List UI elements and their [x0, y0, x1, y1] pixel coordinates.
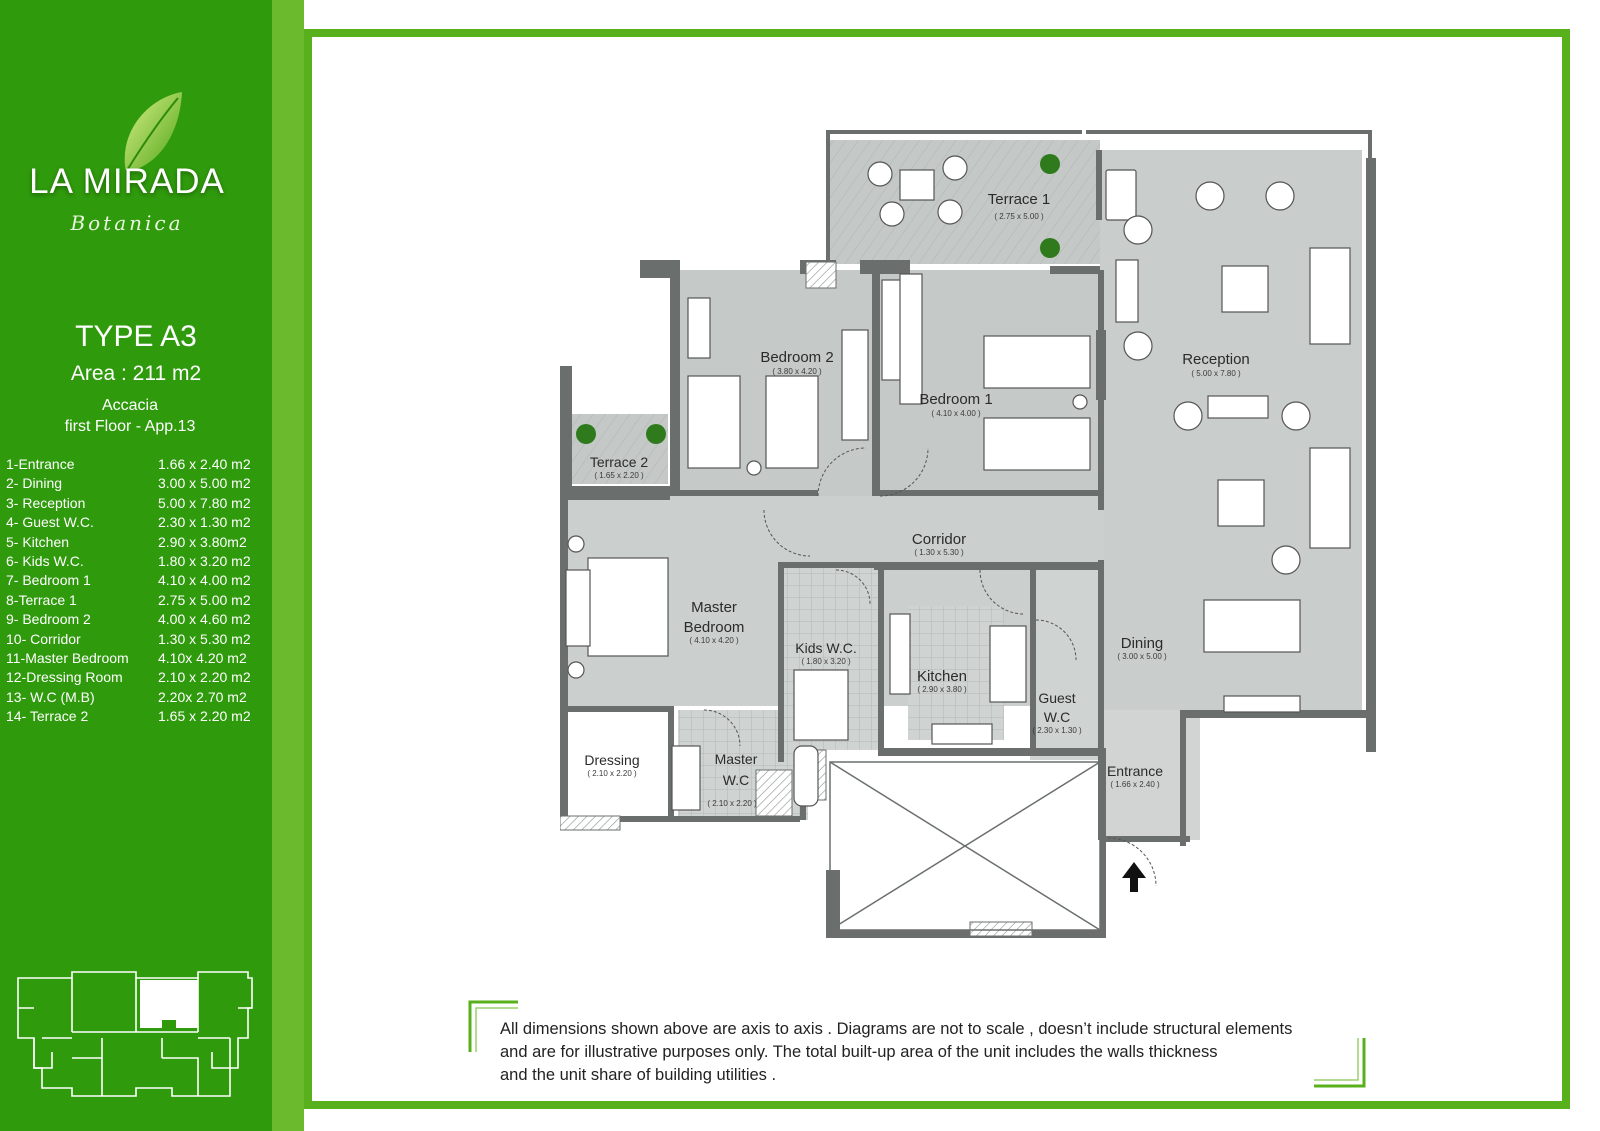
room-name: 11-Master Bedroom [6, 649, 129, 666]
structural-hatch [560, 261, 1033, 937]
floor-apartment: first Floor - App.13 [64, 418, 196, 435]
disclaimer-line: and are for illustrative purposes only. … [500, 1043, 1218, 1061]
room-name: 4- Guest W.C. [6, 514, 94, 531]
light-well [829, 761, 1101, 931]
key-plan-diagram [17, 971, 253, 1097]
disclaimer-line: All dimensions shown above are axis to a… [500, 1020, 1293, 1038]
room-name: 6- Kids W.C. [6, 552, 84, 569]
room-dimensions: 2.20x 2.70 m2 [158, 688, 247, 705]
room-name: 1-Entrance [6, 456, 75, 472]
label-terrace-1: Terrace 1 [988, 191, 1051, 208]
room-dimensions: 2.30 x 1.30 m2 [158, 514, 251, 531]
dim-master-bedroom: ( 4.10 x 4.20 ) [689, 636, 739, 645]
room-dimensions: 1.80 x 3.20 m2 [158, 552, 251, 569]
label-dining: Dining [1121, 635, 1164, 652]
list-item: 6- Kids W.C. 1.80 x 3.20 m2 [6, 553, 266, 572]
sidebar-accent-stripe [272, 0, 304, 1131]
room-dimensions: 2.90 x 3.80m2 [158, 533, 247, 550]
room-labels: Terrace 1 ( 2.75 x 5.00 ) Terrace 2 ( 1.… [584, 191, 1249, 808]
room-name: 12-Dressing Room [6, 669, 123, 686]
label-reception: Reception [1182, 351, 1250, 368]
list-item: 8-Terrace 1 2.75 x 5.00 m2 [6, 592, 266, 611]
disclaimer-line: and the unit share of building utilities… [500, 1066, 777, 1084]
label-master-wc-2: W.C [723, 772, 749, 788]
label-master-wc-1: Master [715, 751, 758, 767]
list-item: 3- Reception 5.00 x 7.80 m2 [6, 495, 266, 514]
list-item: 7- Bedroom 1 4.10 x 4.00 m2 [6, 572, 266, 591]
label-master-bedroom-1: Master [691, 599, 737, 616]
room-name: 13- W.C (M.B) [6, 688, 95, 705]
bracket-bottom-right [1314, 1038, 1366, 1088]
dim-kitchen: ( 2.90 x 3.80 ) [917, 685, 967, 694]
disclaimer: All dimensions shown above are axis to a… [500, 1018, 1360, 1087]
list-item: 4- Guest W.C. 2.30 x 1.30 m2 [6, 514, 266, 533]
plant-icon [576, 154, 1060, 444]
label-corridor: Corridor [912, 531, 966, 548]
floor-plan: Terrace 1 ( 2.75 x 5.00 ) Terrace 2 ( 1.… [560, 130, 1376, 938]
list-item: 9- Bedroom 2 4.00 x 4.60 m2 [6, 611, 266, 630]
list-item: 14- Terrace 2 1.65 x 2.20 m2 [6, 708, 266, 727]
room-schedule: 1-Entrance 1.66 x 2.40 m2 2- Dining 3.00 x… [6, 456, 266, 727]
dim-dining: ( 3.00 x 5.00 ) [1117, 652, 1167, 661]
dim-terrace-1: ( 2.75 x 5.00 ) [994, 212, 1044, 221]
label-terrace-2: Terrace 2 [590, 454, 649, 470]
room-name: 8-Terrace 1 [6, 591, 77, 608]
label-guest-wc-2: W.C [1044, 709, 1070, 725]
furniture [565, 155, 1351, 811]
entrance-arrow-icon [1122, 862, 1146, 892]
building-name: Accacia [101, 397, 159, 414]
label-guest-wc-1: Guest [1038, 690, 1075, 706]
room-dimensions: 4.10x 4.20 m2 [158, 649, 247, 666]
dim-guest-wc: ( 2.30 x 1.30 ) [1032, 726, 1082, 735]
unit-type-title: TYPE A3 [75, 320, 197, 353]
list-item: 11-Master Bedroom 4.10x 4.20 m2 [6, 650, 266, 669]
sidebar: LA MIRADA Botanica TYPE A3 Area : 211 m2… [0, 0, 272, 1131]
label-entrance: Entrance [1107, 763, 1163, 779]
leaf-logo-icon [124, 92, 182, 173]
room-name: 14- Terrace 2 [6, 708, 89, 725]
dim-corridor: ( 1.30 x 5.30 ) [914, 548, 964, 557]
room-name: 10- Corridor [6, 630, 81, 647]
room-dimensions: 4.00 x 4.60 m2 [158, 611, 251, 628]
label-master-bedroom-2: Bedroom [684, 619, 745, 636]
brand-name: LA MIRADA [29, 162, 225, 201]
room-dimensions: 2.75 x 5.00 m2 [158, 591, 251, 608]
room-name: 7- Bedroom 1 [6, 572, 91, 589]
label-bedroom-1: Bedroom 1 [919, 391, 992, 408]
label-kitchen: Kitchen [917, 668, 967, 685]
room-dimensions: 1.30 x 5.30 m2 [158, 630, 251, 647]
bracket-top-left [468, 1000, 518, 1052]
label-dressing: Dressing [584, 752, 639, 768]
label-bedroom-2: Bedroom 2 [760, 349, 833, 366]
dim-kids-wc: ( 1.80 x 3.20 ) [801, 657, 851, 666]
list-item: 10- Corridor 1.30 x 5.30 m2 [6, 631, 266, 650]
list-item: 12-Dressing Room 2.10 x 2.20 m2 [6, 669, 266, 688]
dim-bedroom-1: ( 4.10 x 4.00 ) [931, 409, 981, 418]
list-item: 5- Kitchen 2.90 x 3.80m2 [6, 534, 266, 553]
room-dimensions: 5.00 x 7.80 m2 [158, 494, 251, 511]
room-dimensions: 4.10 x 4.00 m2 [158, 572, 251, 589]
room-dimensions: 3.00 x 5.00 m2 [158, 475, 251, 492]
room-name: 5- Kitchen [6, 533, 70, 550]
label-kids-wc: Kids W.C. [795, 640, 856, 656]
walls [560, 130, 1376, 938]
room-name: 2- Dining [6, 475, 63, 492]
room-name: 3- Reception [6, 494, 86, 511]
unit-area: Area : 211 m2 [70, 362, 202, 385]
room-dimensions: 2.10 x 2.20 m2 [158, 669, 251, 686]
dim-terrace-2: ( 1.65 x 2.20 ) [594, 471, 644, 480]
brand-subtitle: Botanica [70, 211, 184, 235]
list-item: 13- W.C (M.B) 2.20x 2.70 m2 [6, 689, 266, 708]
dim-dressing: ( 2.10 x 2.20 ) [587, 769, 637, 778]
dim-master-wc: ( 2.10 x 2.20 ) [707, 799, 757, 808]
dim-reception: ( 5.00 x 7.80 ) [1191, 369, 1241, 378]
room-dimensions: 1.66 x 2.40 m2 [158, 456, 251, 472]
dim-entrance: ( 1.66 x 2.40 ) [1110, 780, 1160, 789]
list-item: 2- Dining 3.00 x 5.00 m2 [6, 475, 266, 494]
door-swings [703, 447, 1157, 887]
list-item: 1-Entrance 1.66 x 2.40 m2 [6, 456, 266, 475]
room-name: 9- Bedroom 2 [6, 611, 91, 628]
room-dimensions: 1.65 x 2.20 m2 [158, 708, 251, 725]
dim-bedroom-2: ( 3.80 x 4.20 ) [772, 367, 822, 376]
